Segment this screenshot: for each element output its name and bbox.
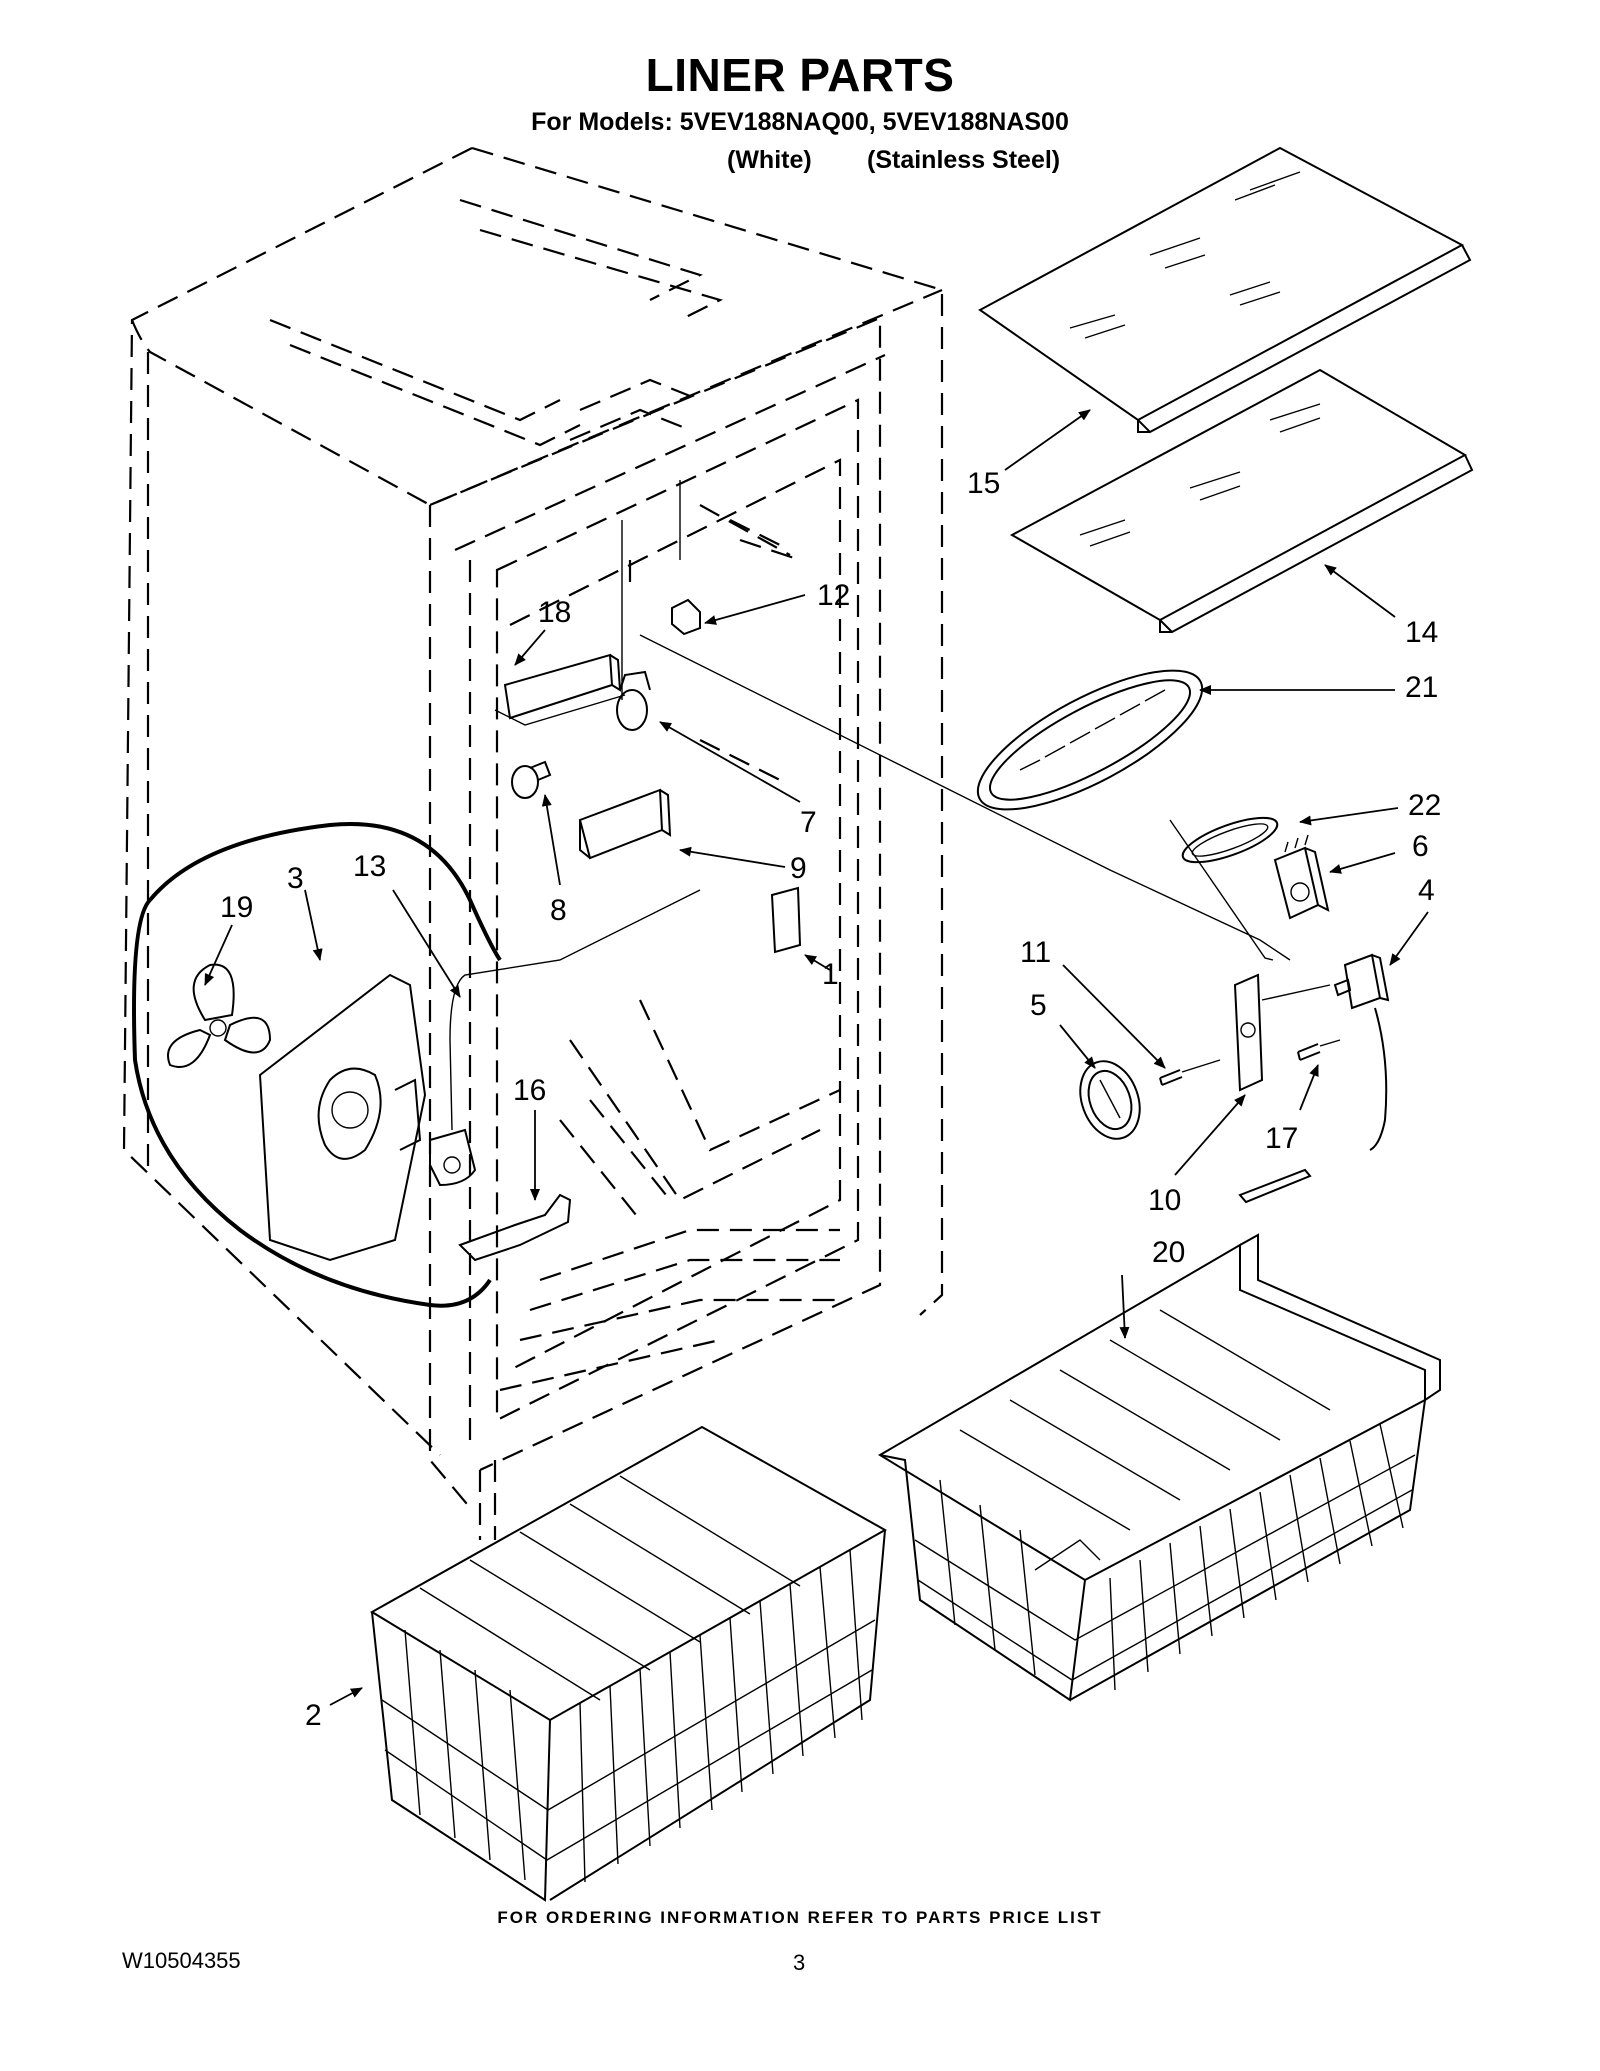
- callout-6: 6: [1412, 830, 1429, 863]
- fan-blade: [167, 963, 272, 1068]
- light-housing: [494, 653, 626, 726]
- callout-15: 15: [967, 467, 1000, 500]
- control-wire: [1169, 819, 1274, 961]
- callout-8: 8: [550, 894, 567, 927]
- sensor-clip: [1238, 1168, 1312, 1204]
- glass-shelf-lower: [1009, 368, 1474, 634]
- control-knob: [1079, 1060, 1141, 1140]
- callout-22: 22: [1408, 789, 1441, 822]
- document-number: W10504355: [122, 1948, 241, 1973]
- callout-14: 14: [1405, 616, 1438, 649]
- insulation-patch: [770, 886, 802, 954]
- page-title: LINER PARTS: [645, 49, 955, 101]
- temperature-control: [1333, 953, 1390, 1151]
- callout-16: 16: [513, 1074, 546, 1107]
- light-socket: [616, 670, 651, 731]
- variant-white: (White): [727, 146, 812, 174]
- callout-3: 3: [287, 862, 304, 895]
- control-bracket: [1233, 973, 1331, 1092]
- callout-12: 12: [817, 579, 850, 612]
- callout-2: 2: [305, 1699, 322, 1732]
- wire-basket-lower: [370, 1425, 888, 1902]
- timer-bracket: [458, 1193, 572, 1262]
- screw-17: [1297, 1039, 1341, 1061]
- variant-stainless: (Stainless Steel): [867, 146, 1061, 174]
- evaporator-gasket: [132, 822, 502, 1308]
- callout-10: 10: [1148, 1184, 1181, 1217]
- ordering-note: FOR ORDERING INFORMATION REFER TO PARTS …: [497, 1908, 1103, 1927]
- callout-17: 17: [1265, 1122, 1298, 1155]
- callout-1: 1: [822, 958, 839, 991]
- page-number: 3: [793, 1950, 806, 1975]
- callout-20: 20: [1152, 1236, 1185, 1269]
- thermistor-wire: [639, 634, 1291, 961]
- callout-numbers: 1 2 3 4 5 6 7 8 9 10 11 12 13 14 15 16 1…: [220, 467, 1441, 1732]
- models-line: For Models: 5VEV188NAQ00, 5VEV188NAS00: [531, 108, 1069, 136]
- wire-basket-upper: [878, 1233, 1441, 1702]
- callout-21: 21: [1405, 671, 1438, 704]
- cabinet-liner-outline: [122, 146, 944, 1540]
- light-shield: [578, 788, 672, 860]
- callout-9: 9: [790, 852, 807, 885]
- callout-19: 19: [220, 891, 253, 924]
- glass-shelf-upper: [978, 146, 1472, 434]
- callout-7: 7: [800, 806, 817, 839]
- callout-4: 4: [1418, 874, 1435, 907]
- damper-control: [1273, 834, 1330, 920]
- light-bulb: [511, 760, 552, 799]
- light-socket-cover: [671, 598, 701, 636]
- air-vent-cover: [976, 669, 1204, 811]
- callout-11: 11: [1020, 936, 1051, 969]
- leader-lines: [204, 409, 1429, 1706]
- fan-motor-bracket: [258, 973, 427, 1262]
- small-vent-cover: [1181, 816, 1279, 864]
- callout-5: 5: [1030, 989, 1047, 1022]
- callout-18: 18: [538, 596, 571, 629]
- screw-11: [1159, 1059, 1221, 1086]
- callout-13: 13: [353, 850, 386, 883]
